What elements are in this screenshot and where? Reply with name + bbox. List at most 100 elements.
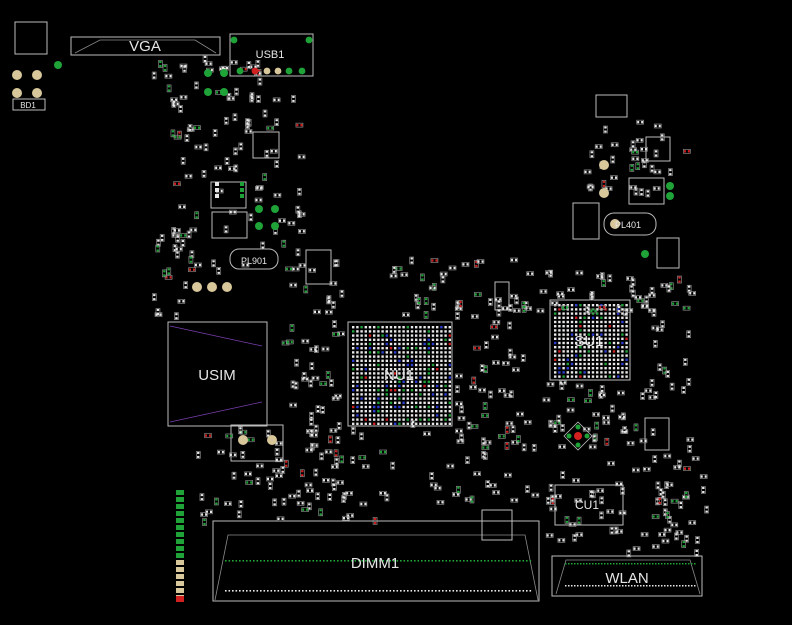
pad xyxy=(173,228,181,233)
pad xyxy=(431,418,435,421)
pad xyxy=(377,422,380,425)
pad xyxy=(608,304,611,307)
pad xyxy=(244,430,247,434)
pad xyxy=(398,351,401,354)
pad xyxy=(368,405,372,409)
pad xyxy=(600,333,603,336)
pad xyxy=(625,375,628,378)
pad xyxy=(448,342,451,346)
pl901-outline[interactable] xyxy=(229,248,279,270)
pad xyxy=(334,264,337,267)
pad xyxy=(612,462,615,465)
usim-socket[interactable] xyxy=(167,321,268,427)
pad xyxy=(640,563,642,565)
pad xyxy=(273,98,276,102)
pad xyxy=(444,272,447,276)
pad xyxy=(593,413,596,416)
pad xyxy=(685,539,688,542)
pad xyxy=(316,493,319,496)
pad xyxy=(587,428,590,431)
pad xyxy=(156,249,159,252)
pad xyxy=(457,490,460,493)
pad xyxy=(611,409,614,412)
pad xyxy=(486,485,489,488)
pad xyxy=(410,414,414,417)
pad xyxy=(469,498,472,501)
pad xyxy=(661,284,664,287)
pad xyxy=(587,320,590,324)
pad xyxy=(596,354,599,357)
pad xyxy=(379,560,381,562)
pad xyxy=(505,446,509,449)
pad xyxy=(551,302,554,305)
pad xyxy=(466,590,469,592)
pl401-outline[interactable] xyxy=(603,212,657,236)
pad xyxy=(427,342,430,346)
pad xyxy=(645,296,648,299)
pad xyxy=(577,521,581,524)
pad xyxy=(302,560,304,562)
pad xyxy=(506,422,509,425)
pad xyxy=(617,312,620,315)
pad xyxy=(604,337,607,340)
pad xyxy=(228,166,236,172)
pad xyxy=(205,62,208,65)
pad xyxy=(620,482,623,486)
pad xyxy=(250,481,253,484)
pad xyxy=(593,435,596,438)
pad xyxy=(649,396,652,399)
bd1-outline[interactable] xyxy=(12,98,46,111)
chip-top-left[interactable] xyxy=(14,21,48,55)
pad xyxy=(625,585,627,587)
pad xyxy=(510,391,513,394)
pad xyxy=(611,510,614,513)
pad xyxy=(431,351,435,354)
pad xyxy=(432,307,435,310)
pad xyxy=(587,358,590,361)
pad xyxy=(608,308,611,311)
pad xyxy=(402,422,405,425)
vga-connector[interactable] xyxy=(70,36,221,56)
pad xyxy=(440,418,443,421)
pad xyxy=(241,262,250,268)
pad xyxy=(381,384,384,388)
pad xyxy=(173,245,177,248)
pad xyxy=(551,383,554,386)
pad xyxy=(305,447,314,453)
pad xyxy=(402,380,405,383)
pad xyxy=(260,241,266,250)
pad xyxy=(311,447,314,450)
pad xyxy=(406,414,409,417)
pad xyxy=(599,385,605,393)
pad xyxy=(511,498,514,502)
pad xyxy=(386,560,388,562)
pad xyxy=(596,341,599,345)
pad xyxy=(628,563,630,565)
pad xyxy=(515,258,518,262)
pad xyxy=(444,368,447,371)
pad xyxy=(176,251,179,254)
pad xyxy=(383,492,386,495)
usb1-connector[interactable] xyxy=(229,33,314,77)
pad xyxy=(424,560,427,562)
pad xyxy=(180,96,183,99)
pad xyxy=(431,355,435,358)
pad xyxy=(360,372,363,375)
pad xyxy=(652,545,655,548)
pad xyxy=(640,392,645,400)
dimm1-socket[interactable] xyxy=(212,520,540,602)
pad xyxy=(489,484,492,487)
pad xyxy=(444,376,447,379)
pad xyxy=(398,376,401,379)
pad xyxy=(683,306,686,310)
pad xyxy=(612,346,616,349)
pad xyxy=(448,330,451,333)
pad xyxy=(195,451,201,459)
pad xyxy=(589,188,592,191)
pad xyxy=(660,283,669,288)
pad xyxy=(654,154,658,157)
pad xyxy=(213,129,217,132)
cu1-outline[interactable] xyxy=(554,484,624,526)
pad xyxy=(284,560,287,562)
nu1-outline[interactable] xyxy=(347,321,453,427)
